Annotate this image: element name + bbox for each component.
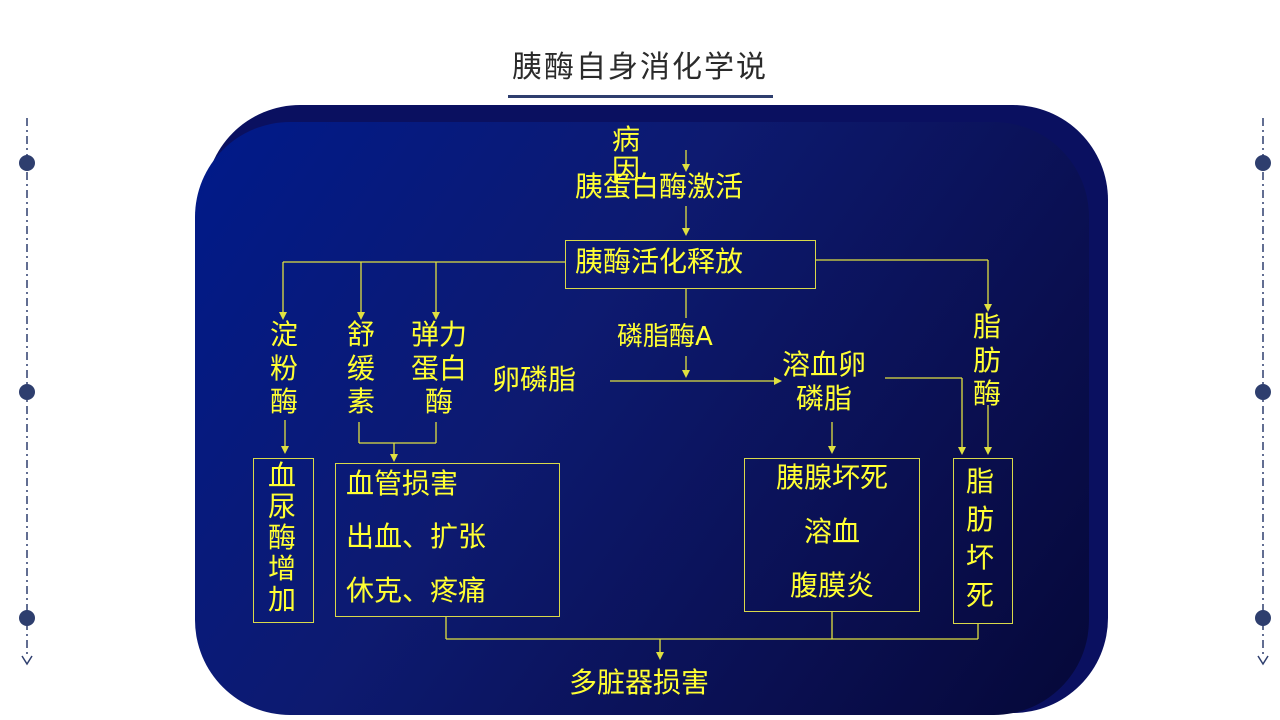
enzyme-release-label: 胰酶活化释放 [575, 245, 744, 278]
vascular-line-1: 血管损害 [346, 467, 459, 500]
urine-amylase-box [253, 458, 314, 623]
lipase-label: 脂肪酶 [972, 310, 1001, 411]
pancreatic-line-1: 胰腺坏死 [775, 461, 888, 494]
pancreatic-line-2: 溶血 [803, 515, 860, 548]
pancreatic-line-3: 腹膜炎 [789, 569, 874, 602]
page-title: 胰酶自身消化学说 [512, 50, 768, 85]
vascular-line-3: 休克、疼痛 [346, 574, 487, 607]
enzyme-release-box [565, 240, 816, 289]
urine-amylase-label: 血尿酶增加 [267, 459, 296, 616]
bradykinin-label: 舒缓素 [346, 318, 375, 419]
fat-necrosis-box [953, 458, 1013, 624]
right-timeline-decoration [1255, 118, 1271, 666]
lecithin-label: 卵磷脂 [492, 363, 577, 396]
title-underline [508, 95, 773, 98]
pancreatic-necrosis-box [744, 458, 920, 612]
vascular-line-2: 出血、扩张 [346, 520, 487, 553]
lysolecithin-label: 溶血卵磷脂 [781, 348, 866, 415]
organ-damage-label: 多脏器损害 [569, 666, 710, 699]
fat-necrosis-label: 脂肪坏死 [965, 465, 994, 612]
cause-label: 病因 [611, 123, 640, 186]
trypsin-activation-label: 胰蛋白酶激活 [575, 170, 744, 203]
elastase-label: 弹力蛋白酶 [410, 318, 467, 419]
phospholipase-label: 磷脂酶A [617, 322, 713, 352]
vascular-damage-box [335, 463, 560, 617]
left-timeline-decoration [19, 118, 35, 666]
amylase-label: 淀粉酶 [269, 318, 298, 419]
